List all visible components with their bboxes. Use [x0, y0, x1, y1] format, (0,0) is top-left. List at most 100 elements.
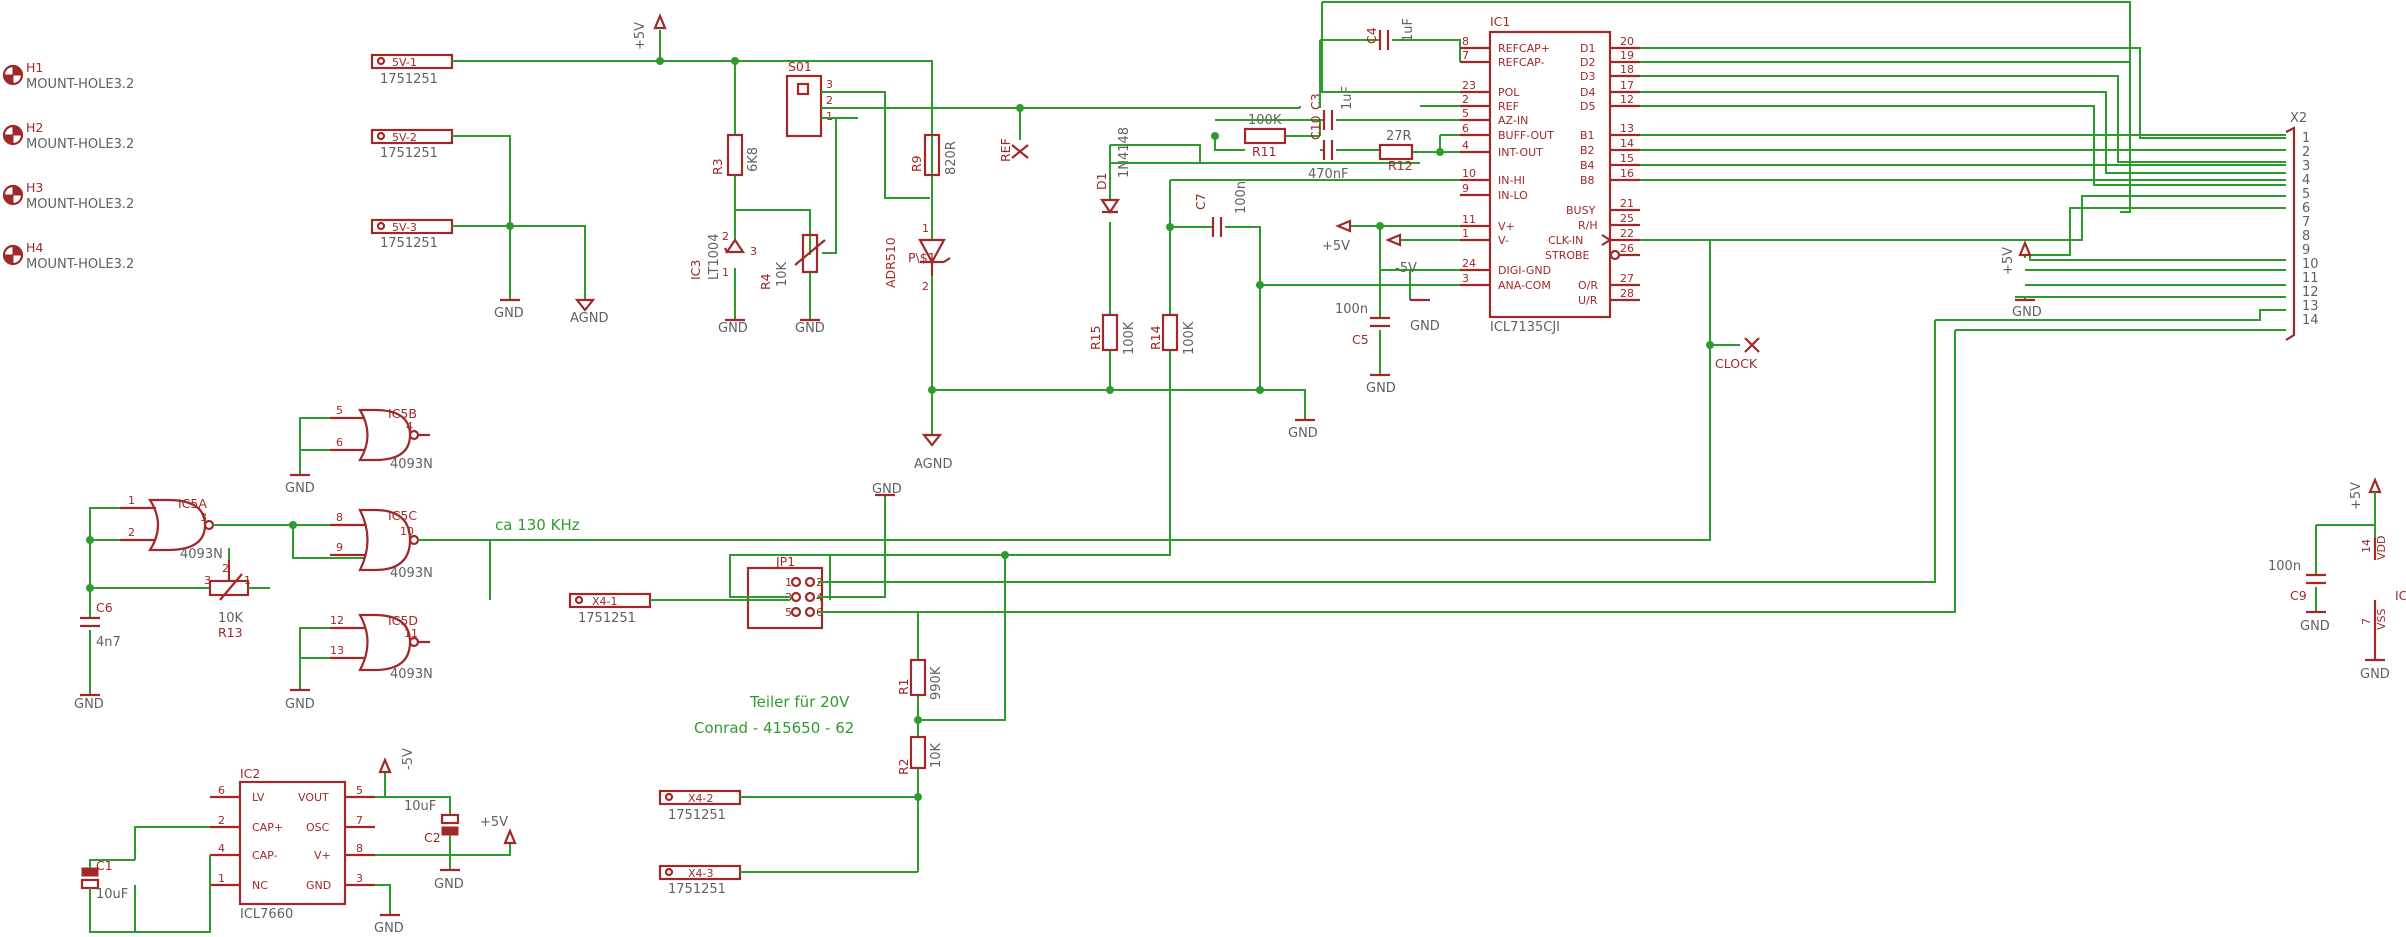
potentiometer-r4: R4 10K GND	[758, 117, 858, 336]
hole-name: H2	[26, 120, 43, 135]
gate-ic5a: IC5A 4093N 1 2 3	[120, 494, 223, 562]
pin-text: 14	[1620, 137, 1634, 150]
value: 10K	[929, 742, 944, 768]
ref-des: R14	[1148, 325, 1163, 350]
connector-name: X4-2	[688, 792, 714, 805]
ref-des: IC5A	[178, 496, 207, 511]
supply-label: -5V	[1395, 261, 1417, 276]
pin: 5AZ-IN	[1460, 107, 1528, 127]
value: 1uF	[1340, 86, 1355, 110]
pin-text: 5	[356, 784, 363, 797]
pin-text: 21	[1620, 197, 1634, 210]
pin-text: REFCAP-	[1498, 56, 1545, 69]
gnd-label: GND	[2300, 619, 2330, 634]
pin-number: 3	[750, 245, 757, 258]
resistor-r2: R2 10K	[896, 720, 944, 872]
value: LT1004	[707, 234, 722, 280]
mount-hole-h4: H4 MOUNT-HOLE3.2	[2, 240, 134, 272]
pin-text: AZ-IN	[1498, 114, 1528, 127]
pin-text: REF	[1498, 100, 1519, 113]
connector-name: X4-1	[592, 595, 618, 608]
pin-text: CAP-	[252, 849, 278, 862]
reference-adr510: ADR510 P\$1 1 2 AGND	[883, 220, 952, 472]
pin: 1V-	[1460, 227, 1509, 247]
gnd-symbol: GND	[494, 298, 524, 321]
connector-name: 5V-2	[392, 131, 417, 144]
capacitor-c4: C4 1uF	[1319, 18, 1490, 93]
hole-name: H3	[26, 180, 43, 195]
pin-text: 20	[1620, 35, 1634, 48]
pin-text: V-	[1498, 234, 1509, 247]
pin-text: B2	[1580, 144, 1595, 157]
connector-x2: X2 1 2 3 4 5 6 7 8 9 10 11 12 13 14	[2285, 111, 2319, 341]
supply-label: +5V	[1322, 239, 1350, 254]
capacitor-c10: C10 470nF	[1308, 115, 1380, 182]
pin-text: D4	[1580, 86, 1595, 99]
value: ICL7660	[240, 907, 293, 922]
ref-des: R1	[896, 678, 911, 695]
hole-value: MOUNT-HOLE3.2	[26, 77, 134, 92]
net-label: REF	[998, 138, 1013, 162]
gate-ic5c: IC5C 4093N 8 9 10	[330, 508, 433, 581]
gnd-label: GND	[2012, 305, 2042, 320]
supply-plus5v-top: +5V	[633, 13, 667, 50]
pin-text: V+	[314, 849, 331, 862]
value: 27R	[1386, 129, 1412, 144]
pin-number: 2	[722, 230, 729, 243]
pin-text: D5	[1580, 100, 1595, 113]
capacitor-c2: 10uF C2 GND	[404, 799, 464, 892]
pin-text: 8	[356, 842, 363, 855]
supply-label: -5V	[401, 748, 416, 770]
ref-des: IC5D	[388, 613, 418, 628]
pin-text: 1	[785, 576, 792, 589]
switch-s01: S01 3 2 1	[785, 59, 1300, 199]
gnd-label: GND	[285, 481, 315, 496]
pin-text: 1	[128, 494, 135, 507]
pin-number: 2	[922, 280, 929, 293]
pin-number: 2	[826, 94, 833, 107]
pin-text: 3	[1462, 272, 1469, 285]
value: 1N4148	[1117, 127, 1132, 178]
gnd-jp1: GND	[872, 482, 902, 582]
pin-text: IN-HI	[1498, 174, 1525, 187]
pin-text: 11	[1462, 213, 1476, 226]
ref-des: R4	[758, 273, 773, 290]
connector-part: 1751251	[668, 808, 726, 823]
pin-text: 12	[330, 614, 344, 627]
capacitor-c5: 100n C5 GND	[1335, 226, 1396, 396]
pin-text: 1	[2302, 131, 2310, 146]
mount-hole-h1: H1 MOUNT-HOLE3.2	[2, 60, 134, 92]
agnd-label: AGND	[914, 457, 952, 472]
gnd-label: GND	[2360, 667, 2390, 682]
ref-des: JP1	[775, 554, 795, 569]
resistor-r3: R3 6K8	[710, 61, 811, 255]
pin-text: VSS	[2375, 608, 2388, 630]
gnd-label: GND	[1288, 426, 1318, 441]
connector-name: 5V-1	[392, 56, 417, 69]
ref-des: R13	[218, 625, 243, 640]
pin-text: CAP+	[252, 821, 283, 834]
pin-text: VOUT	[298, 791, 329, 804]
pin-text: 2	[128, 526, 135, 539]
pin-text: 4	[218, 842, 225, 855]
pin: 25R/H	[1578, 212, 1640, 232]
pin-text: 23	[1462, 79, 1476, 92]
pin-text: 6	[1462, 122, 1469, 135]
value: 100n	[1335, 302, 1368, 317]
gnd-label: GND	[285, 697, 315, 712]
pin-text: 13	[1620, 122, 1634, 135]
pin-text: 8	[336, 511, 343, 524]
pin-text: 7	[1462, 49, 1469, 62]
pin-text: 24	[1462, 257, 1476, 270]
pin-text: 9	[2302, 243, 2310, 258]
diode-d1: D1 1N4148	[1094, 127, 1132, 390]
ref-des: R2	[896, 758, 911, 775]
pin-text: 3	[2302, 159, 2310, 174]
